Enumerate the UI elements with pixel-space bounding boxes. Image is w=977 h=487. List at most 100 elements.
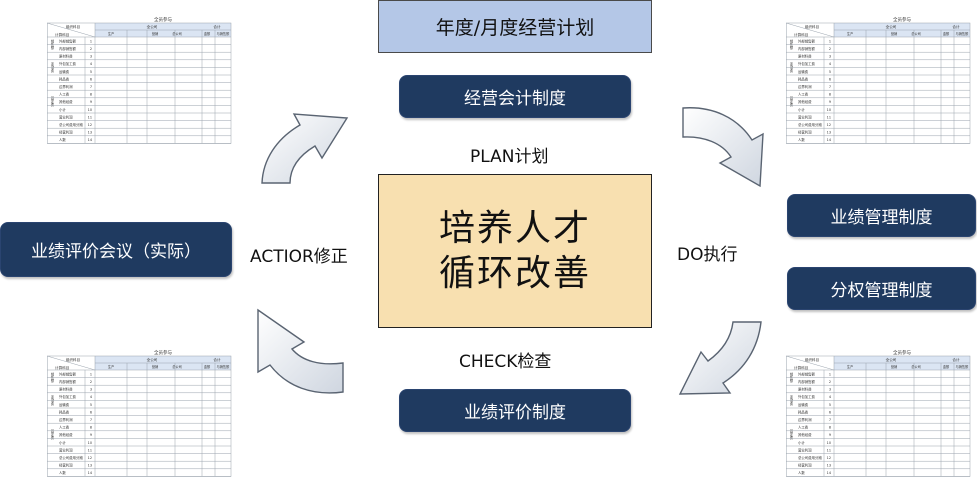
row-label: 外部销售额 [59, 371, 77, 376]
subcol-label: 总公司 [911, 364, 921, 369]
center-line-1: 培养人才 [438, 208, 591, 249]
subcol-label: 与销售额 [956, 364, 970, 369]
group-sum-label: 合计 [213, 24, 221, 29]
row-label: 边界利润 [798, 84, 812, 89]
subcol-label: 与销售额 [217, 364, 231, 369]
table-title: 全员参与 [154, 349, 172, 356]
row-number: 12 [827, 123, 831, 127]
group-sum-label: 合计 [952, 357, 960, 362]
row-number: 8 [829, 93, 831, 97]
row-number: 4 [829, 62, 831, 66]
row-label: 小计 [59, 440, 66, 445]
performance-management-text: 业绩管理制度 [830, 208, 933, 228]
row-label: 营业利润 [798, 447, 812, 452]
row-number: 10 [827, 441, 831, 445]
table-grid [785, 355, 971, 477]
row-number: 13 [88, 131, 92, 135]
row-number: 7 [90, 85, 92, 89]
subcol-label: 生产 [108, 364, 114, 369]
subcol-label: 金额 [204, 364, 211, 369]
annual-monthly-plan-text: 年度/月度经营计划 [435, 17, 595, 39]
subcol-label: 与销售额 [217, 31, 231, 36]
row-label: 经营利润 [59, 130, 73, 135]
annual-monthly-plan-box: 年度/月度经营计划 [378, 0, 652, 53]
row-group-label: 销售额 [789, 39, 793, 50]
row-label: 其他经费 [59, 99, 73, 104]
row-label: 运输费 [798, 69, 809, 74]
table-title: 全员参与 [893, 16, 911, 23]
row-number: 10 [88, 108, 92, 112]
row-number: 1 [90, 372, 92, 376]
do-label: DO执行 [677, 245, 738, 265]
evaluation-meeting-text: 业绩评价会议（实际） [31, 242, 201, 262]
table-title: 全员参与 [893, 349, 911, 356]
row-number: 5 [829, 70, 831, 74]
group-main-label: 全公司 [147, 357, 158, 362]
subcol-label: 金额 [943, 364, 950, 369]
center-core-box: 培养人才 循环改善 [378, 174, 652, 328]
row-group-label: 变动费 [789, 61, 793, 72]
row-label: 经营利润 [798, 463, 812, 468]
row-number: 3 [829, 388, 831, 392]
row-number: 13 [827, 464, 831, 468]
subcol-label: 总公司 [911, 31, 921, 36]
row-number: 3 [90, 388, 92, 392]
row-label: 人数 [59, 137, 66, 142]
row-label: 内部销售额 [59, 46, 77, 51]
arrow-act-to-plan [261, 113, 349, 184]
row-label: 原材料费 [798, 387, 812, 392]
group-main-label: 全公司 [886, 24, 897, 29]
row-label: 人数 [59, 470, 66, 475]
subcol-label: 金额 [204, 31, 211, 36]
row-label: 其他经费 [59, 432, 73, 437]
row-number: 11 [827, 448, 831, 452]
row-label: 原材料费 [59, 387, 73, 392]
row-number: 4 [90, 395, 92, 399]
row-number: 14 [88, 138, 92, 142]
row-label: 原材料费 [798, 54, 812, 59]
row-number: 13 [827, 131, 831, 135]
row-number: 11 [88, 448, 92, 452]
row-number: 2 [829, 380, 831, 384]
row-number: 12 [88, 456, 92, 460]
table-grid [785, 22, 971, 144]
arrow-check-to-act [257, 308, 344, 394]
row-label: 小计 [798, 107, 805, 112]
corner-label-2: 计算科目 [55, 365, 69, 370]
group-sum-label: 合计 [213, 357, 221, 362]
row-number: 12 [88, 123, 92, 127]
row-label: 总公司费用分摊 [798, 455, 822, 460]
table-title: 全员参与 [154, 16, 172, 23]
row-label: 其他经费 [798, 99, 812, 104]
row-number: 14 [827, 138, 831, 142]
row-label: 人工费 [798, 92, 809, 97]
row-label: 运输费 [59, 402, 70, 407]
row-label: 营业利润 [59, 114, 73, 119]
authority-management-box: 分权管理制度 [787, 267, 976, 310]
corner-label-2: 计算科目 [794, 32, 808, 37]
row-label: 其他经费 [798, 432, 812, 437]
subcol-label: 营销 [891, 31, 898, 36]
performance-management-box: 业绩管理制度 [787, 194, 976, 237]
arrow-do-to-check [678, 321, 762, 395]
row-number: 5 [829, 403, 831, 407]
row-number: 5 [90, 403, 92, 407]
group-main-label: 全公司 [886, 357, 897, 362]
row-label: 人工费 [798, 425, 809, 430]
row-number: 11 [88, 115, 92, 119]
row-number: 12 [827, 456, 831, 460]
row-group-label: 变动费 [789, 394, 793, 405]
row-label: 人工费 [59, 425, 70, 430]
row-label: 人数 [798, 137, 805, 142]
row-label: 原材料费 [59, 54, 73, 59]
row-group-label: 变动费 [50, 394, 54, 405]
performance-evaluation-text: 业绩评价制度 [464, 403, 566, 423]
row-number: 9 [829, 100, 831, 104]
corner-label-2: 计算科目 [794, 365, 808, 370]
row-label: 人数 [798, 470, 805, 475]
row-label: 外包加工费 [59, 394, 77, 399]
row-number: 13 [88, 464, 92, 468]
